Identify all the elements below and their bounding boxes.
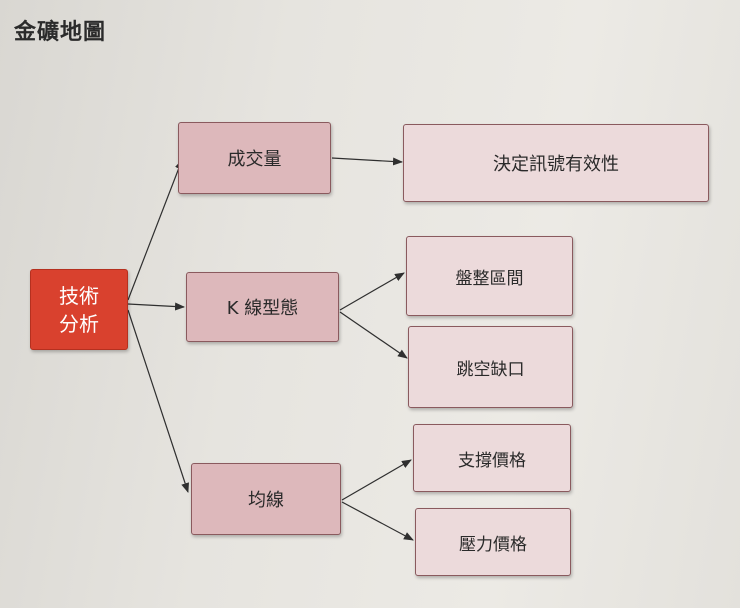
node-signal-validity: 決定訊號有效性 [403, 124, 709, 202]
edge-kline-gap [339, 311, 408, 359]
node-support-price: 支撐價格 [413, 424, 571, 492]
edge-volume-signal [331, 157, 403, 166]
edge-root-kline [127, 302, 185, 311]
node-resistance-price: 壓力價格 [415, 508, 571, 576]
edge-root-volume [127, 159, 183, 301]
edge-kline-range [339, 272, 405, 311]
node-gap: 跳空缺口 [408, 326, 573, 408]
edge-root-ma [127, 309, 189, 493]
node-consolidation-range: 盤整區間 [406, 236, 573, 316]
node-moving-average: 均線 [191, 463, 341, 535]
node-k-line-pattern: K 線型態 [186, 272, 339, 342]
node-technical-analysis: 技術 分析 [30, 269, 128, 350]
page-title: 金礦地圖 [14, 20, 107, 45]
edge-ma-resistance [341, 501, 414, 541]
node-volume: 成交量 [178, 122, 331, 194]
edge-ma-support [341, 459, 412, 501]
